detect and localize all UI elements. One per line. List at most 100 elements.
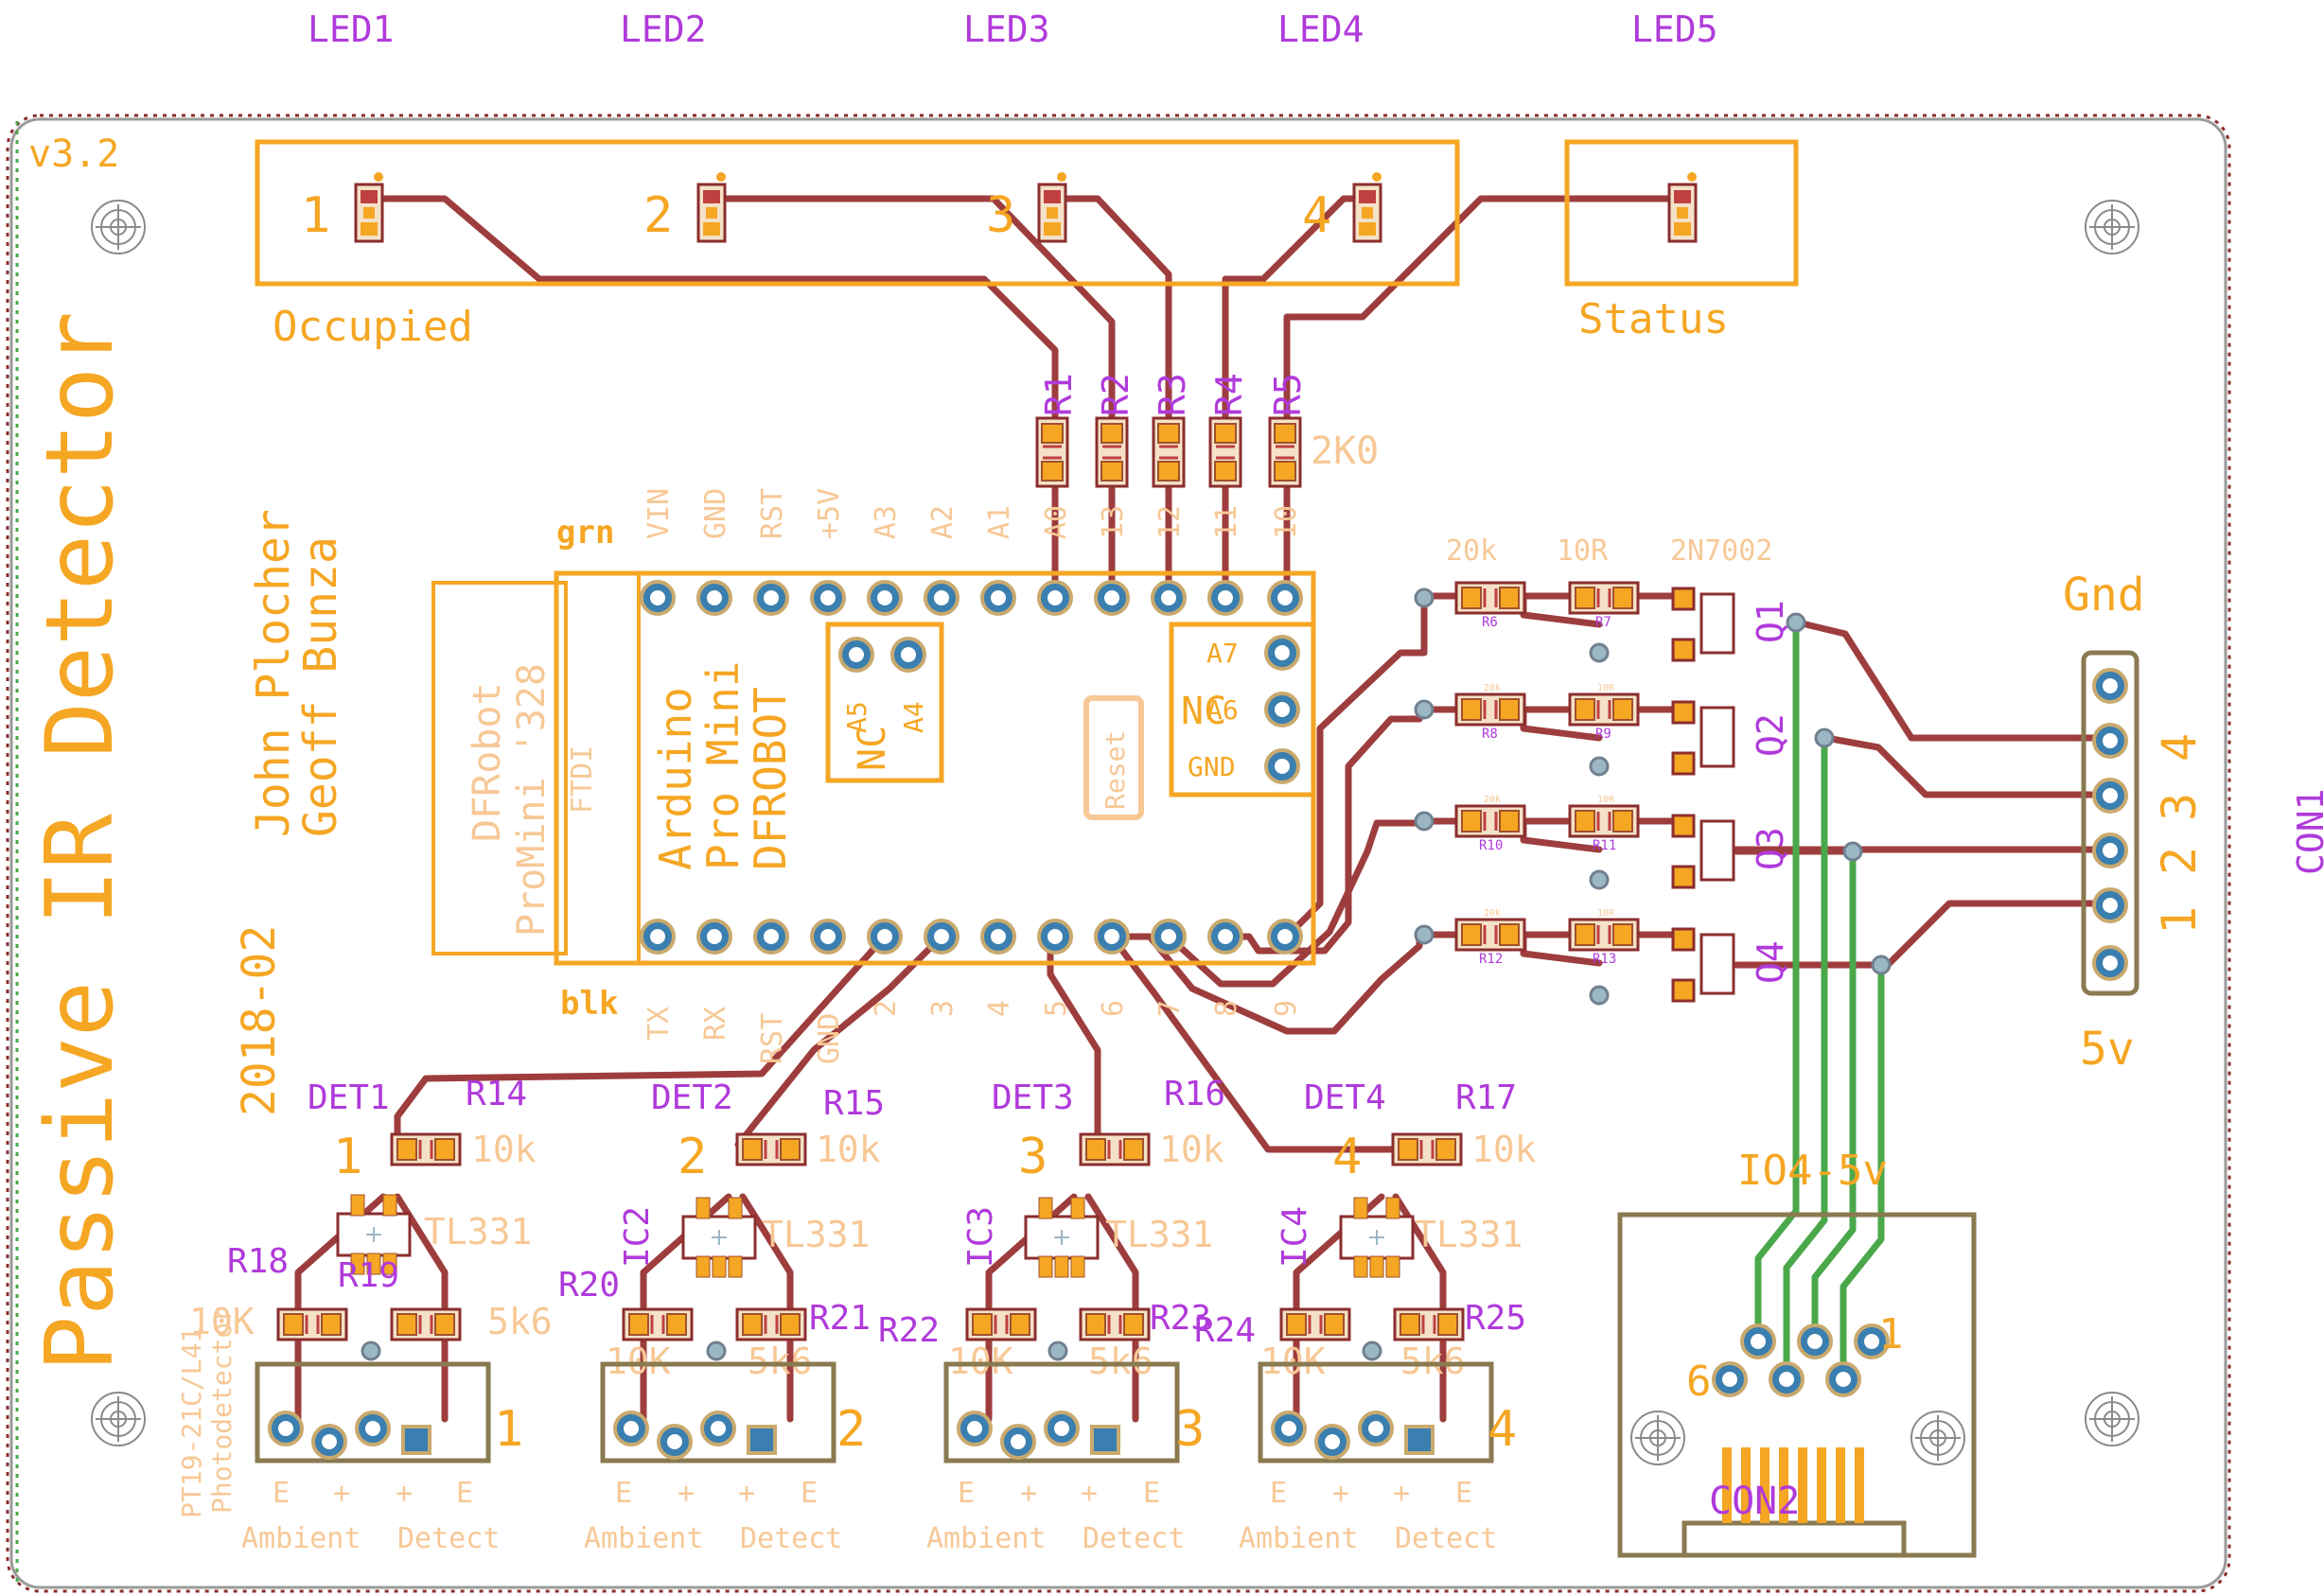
det4-label: DET4 <box>1304 1078 1386 1117</box>
r22-label: R22 <box>878 1311 940 1350</box>
board-title: Passive IR Detector <box>26 311 134 1372</box>
bottom-traces <box>1754 622 1885 1379</box>
led2-label: LED2 <box>620 9 707 50</box>
ic3-type: TL331 <box>1105 1214 1213 1255</box>
r-top-value: 2K0 <box>1311 429 1379 473</box>
r10-label: R10 <box>1479 838 1503 853</box>
con1-num-4: 4 <box>2152 733 2207 762</box>
driver-row-2 <box>1414 692 1835 777</box>
nc-marker-1: NC <box>851 726 894 771</box>
q4-label: Q4 <box>1750 940 1791 984</box>
d4-pin-e1: E <box>1270 1477 1287 1510</box>
bottom-pin-2: RST <box>756 1013 789 1064</box>
ic1-type: TL331 <box>424 1211 532 1253</box>
d1-pin-p1: + <box>333 1477 350 1510</box>
author2: Geoff Bunza <box>294 536 347 837</box>
detector-4: DET4 R17 4 10k TL331 IC4 R24 R25 10K 5k6… <box>1194 1078 1537 1461</box>
arduino-pro-mini: grn blk VIN GND RST +5V A3 A2 A1 A0 13 1… <box>431 488 1316 1064</box>
r18-label: R18 <box>227 1242 289 1281</box>
r12-label: R12 <box>1479 952 1503 967</box>
det3-bottom-num: 3 <box>1175 1401 1205 1458</box>
pin-a4: A4 <box>898 701 929 733</box>
dfrobot-label: DFRobot <box>466 682 509 842</box>
con1-gnd-label: Gnd <box>2063 569 2145 622</box>
d4-pin-p2: + <box>1393 1477 1410 1510</box>
r16-value: 10k <box>1159 1129 1224 1170</box>
r20-value: 10K <box>606 1341 671 1382</box>
pin-a6: A6 <box>1206 694 1239 726</box>
led-num-3: 3 <box>986 187 1015 244</box>
r22-value: 10K <box>948 1341 1013 1382</box>
con1-num-3: 3 <box>2152 793 2207 821</box>
val-20k: 20k <box>1446 535 1497 568</box>
pin-a5: A5 <box>841 701 872 733</box>
led4-label: LED4 <box>1277 9 1364 50</box>
d3-pin-p2: + <box>1081 1477 1098 1510</box>
bottom-pin-10: 8 <box>1210 1000 1243 1017</box>
photodetector-part: PT19-21C/L41 <box>176 1327 207 1518</box>
r18-value: 10K <box>189 1301 255 1342</box>
led1-label: LED1 <box>308 9 395 50</box>
d3-pin-p1: + <box>1020 1477 1037 1510</box>
led-num-4: 4 <box>1302 187 1331 244</box>
det3-num: 3 <box>1018 1129 1048 1185</box>
driver-section: 20k 10R 2N7002 <box>1414 535 1892 1006</box>
top-led-labels: LED1 LED2 LED3 LED4 LED5 <box>308 9 1718 50</box>
r23-label: R23 <box>1150 1299 1211 1338</box>
photodetector-type: Photodetector <box>206 1306 238 1514</box>
r4-label: R4 <box>1208 373 1250 416</box>
ic2-type: TL331 <box>762 1214 870 1255</box>
detector-2: DET2 R15 2 10k TL331 IC2 R20 R21 10K 5k6… <box>558 1078 885 1461</box>
det1-bottom-num: 1 <box>494 1401 523 1458</box>
d2-pin-p2: + <box>738 1477 755 1510</box>
nc-marker-2: NC <box>1181 690 1226 733</box>
d2-ambient: Ambient <box>584 1522 703 1555</box>
ftdi-label: FTDI <box>566 745 599 814</box>
top-pin-9: 12 <box>1153 505 1187 539</box>
reset-button[interactable]: Reset <box>1100 730 1131 810</box>
bottom-pin-5: 3 <box>926 1000 960 1017</box>
version-label: v3.2 <box>28 132 119 176</box>
pin-a7: A7 <box>1206 638 1239 669</box>
bottom-pin-1: RX <box>699 1007 732 1041</box>
det1-label: DET1 <box>308 1078 390 1117</box>
d4-pin-e2: E <box>1455 1477 1472 1510</box>
d1-pin-p2: + <box>396 1477 413 1510</box>
driver-row-4 <box>1414 918 1892 1006</box>
r6-label: R6 <box>1482 615 1498 630</box>
det4-bottom-num: 4 <box>1488 1401 1517 1458</box>
con2-name: CON2 <box>1709 1480 1800 1523</box>
val-10r: 10R <box>1557 535 1609 568</box>
occupied-label: Occupied <box>273 303 473 351</box>
r23-value: 5k6 <box>1088 1341 1153 1382</box>
bottom-pin-11: 9 <box>1270 1000 1303 1017</box>
det2-bottom-num: 2 <box>836 1401 866 1458</box>
driver-row-1 <box>1414 581 1806 663</box>
d3-pin-e2: E <box>1143 1477 1160 1510</box>
d2-pin-p1: + <box>678 1477 695 1510</box>
det3-label: DET3 <box>992 1078 1074 1117</box>
r8-label: R8 <box>1482 727 1498 742</box>
r7-label: R7 <box>1595 615 1611 630</box>
top-resistors: R1 R2 R3 R4 R5 2K0 <box>1035 373 1379 488</box>
r20-label: R20 <box>558 1266 620 1305</box>
r21-value: 5k6 <box>748 1341 813 1382</box>
detector-pin-labels: E + + E Ambient Detect E + + E Ambient D… <box>241 1477 1497 1555</box>
r14-label: R14 <box>466 1075 527 1113</box>
top-pin-4: A3 <box>870 505 903 539</box>
pin-gnd: GND <box>1188 751 1236 782</box>
r16-label: R16 <box>1164 1075 1225 1113</box>
r14-value: 10k <box>471 1129 537 1170</box>
det2-label: DET2 <box>651 1078 733 1117</box>
q1-label: Q1 <box>1750 600 1791 643</box>
top-pin-2: RST <box>756 488 789 539</box>
bottom-pin-9: 7 <box>1153 1000 1187 1017</box>
r3-label: R3 <box>1152 373 1193 416</box>
r1-label: R1 <box>1038 373 1080 416</box>
d1-ambient: Ambient <box>241 1522 361 1555</box>
small-10r-2: 10R <box>1597 683 1615 693</box>
bottom-pin-7: 5 <box>1040 1000 1073 1017</box>
r13-label: R13 <box>1593 952 1616 967</box>
ic4-type: TL331 <box>1415 1214 1523 1255</box>
d2-detect: Detect <box>740 1522 842 1555</box>
